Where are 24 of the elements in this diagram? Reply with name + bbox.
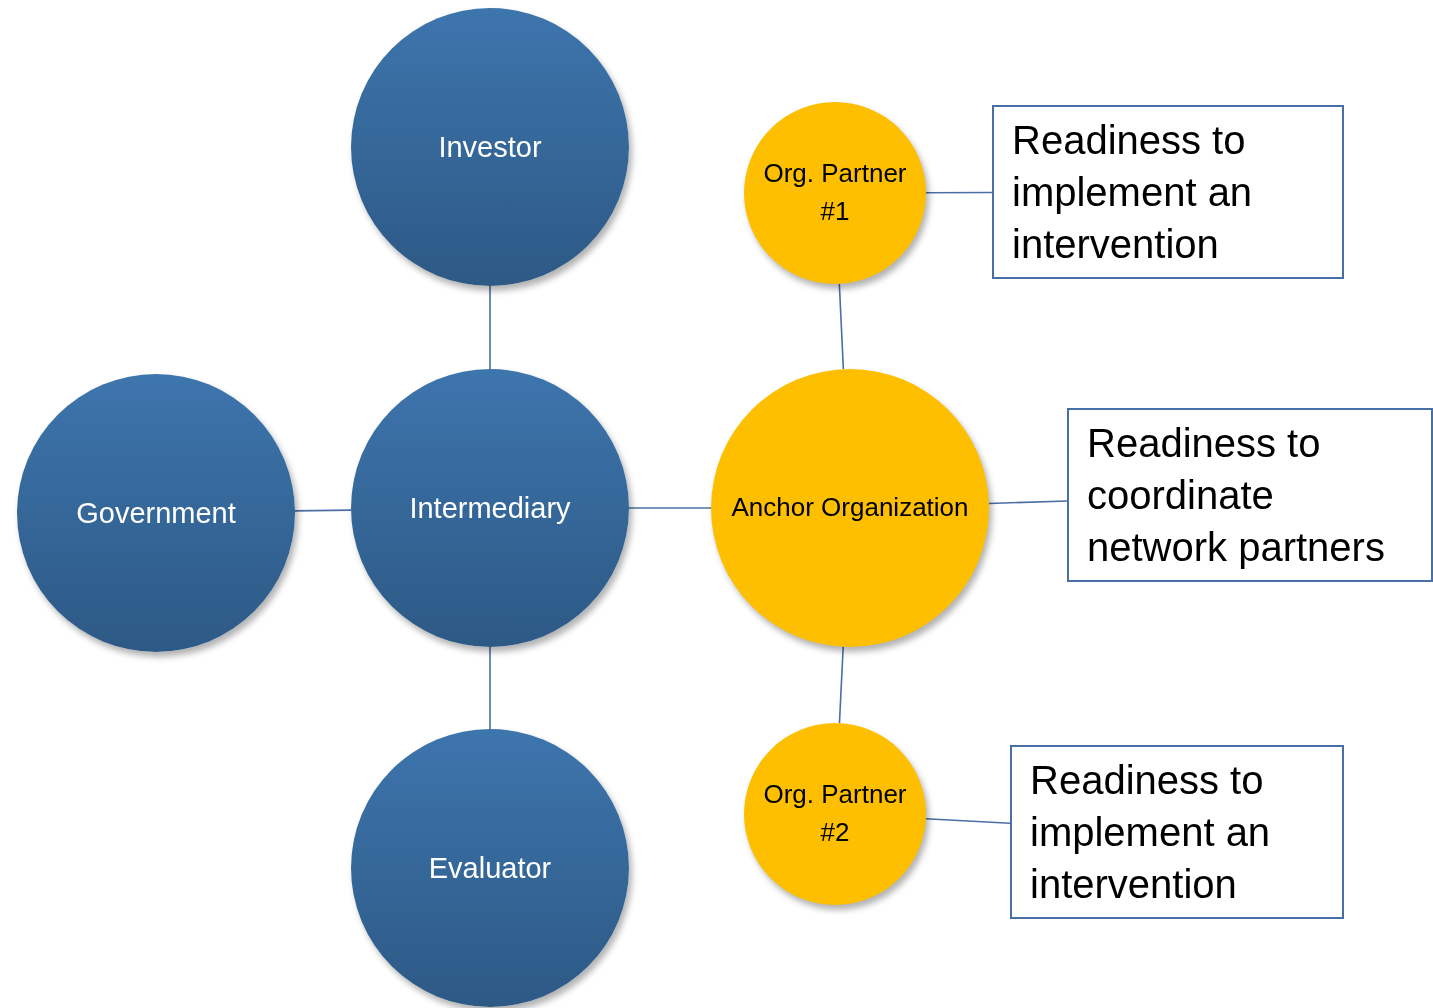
node-label: Government xyxy=(76,496,236,530)
connector-line xyxy=(988,500,1068,505)
node-label: Org. Partner xyxy=(763,159,907,189)
connector-line xyxy=(628,507,712,509)
connector-line xyxy=(838,646,844,724)
node-label: Readiness to implement an intervention xyxy=(1012,117,1254,268)
connector-line xyxy=(925,191,993,194)
node-label: Intermediary xyxy=(409,491,571,525)
connector-line xyxy=(294,509,352,512)
connector-line xyxy=(489,646,491,730)
node-label: Readiness to implement an intervention xyxy=(1030,757,1272,908)
node-label: Evaluator xyxy=(428,851,552,885)
text-box xyxy=(992,105,1344,279)
node-label: Anchor Organization xyxy=(731,493,969,523)
node-label: #1 xyxy=(820,197,850,227)
connector-line xyxy=(925,818,1011,824)
node-label: Readiness to coordinate network partners xyxy=(1087,420,1386,571)
connector-line xyxy=(838,283,845,370)
node-label: Investor xyxy=(438,130,542,164)
text-box xyxy=(1067,408,1433,582)
text-box xyxy=(1010,745,1344,919)
node-label: #2 xyxy=(820,818,850,848)
node-label: Org. Partner xyxy=(763,780,907,810)
connector-line xyxy=(489,285,491,370)
